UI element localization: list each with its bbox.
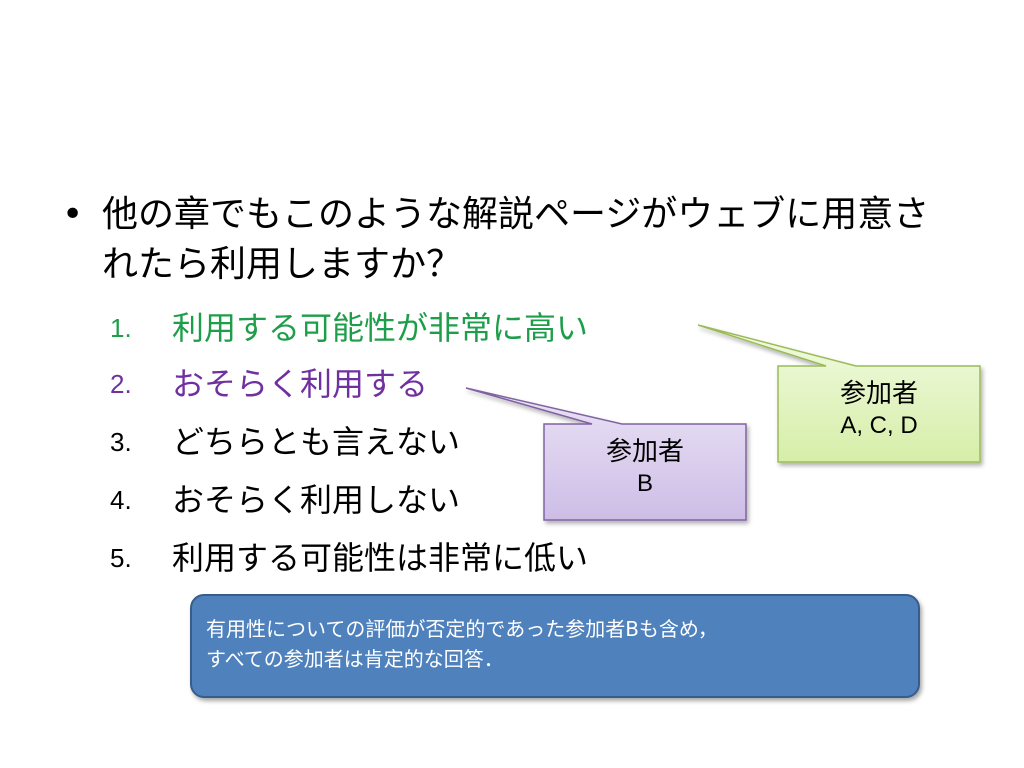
bullet-marker: • xyxy=(62,194,84,235)
option-number: 4. xyxy=(110,485,132,515)
option-number: 2. xyxy=(110,369,132,399)
green-callout-label: 参加者 A, C, D xyxy=(778,378,980,442)
purple-callout-label: 参加者 B xyxy=(544,436,746,500)
purple-callout xyxy=(465,387,747,521)
option-number: 5. xyxy=(110,543,132,573)
callout-participants: B xyxy=(636,470,653,497)
question-text: 他の章でもこのような解説ページがウェブに用意されたら利用しますか？ xyxy=(102,194,930,285)
green-callout xyxy=(697,324,981,463)
callout-title: 参加者 xyxy=(839,379,918,409)
option-label: どちらとも言えない xyxy=(172,423,461,461)
summary-box: 有用性についての評価が否定的であった参加者Bも含め， すべての参加者は肯定的な回… xyxy=(190,594,920,698)
option-label: 利用する可能性は非常に低い xyxy=(172,539,589,577)
callout-participants: A, C, D xyxy=(840,412,918,439)
option-label: おそらく利用しない xyxy=(172,481,461,519)
option-number: 3. xyxy=(110,427,132,457)
option-label: おそらく利用する xyxy=(172,365,429,403)
callout-title: 参加者 xyxy=(605,437,684,467)
option-number: 1. xyxy=(110,313,132,343)
option-label: 利用する可能性が非常に高い xyxy=(172,309,589,347)
summary-text: 有用性についての評価が否定的であった参加者Bも含め， すべての参加者は肯定的な回… xyxy=(206,614,906,674)
summary-line-1: 有用性についての評価が否定的であった参加者Bも含め， xyxy=(206,617,718,641)
summary-line-2: すべての参加者は肯定的な回答． xyxy=(206,647,504,671)
